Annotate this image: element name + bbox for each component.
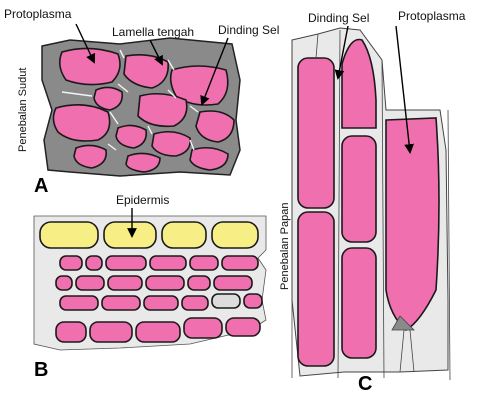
protoplasm-cell: [105, 255, 147, 271]
protoplasm-cell: [55, 321, 87, 343]
arrow-lamella-tengah: [149, 39, 163, 66]
protoplasm-cell: [52, 104, 111, 142]
label-lamella-tengah: Lamella tengah: [112, 25, 194, 39]
label-penebalan-papan: Penebalan Papan: [279, 203, 291, 290]
protoplasm-cell: [225, 317, 261, 337]
protoplasm-cell: [93, 86, 124, 111]
epidermis-cell: [161, 221, 207, 249]
lamella-network: [61, 49, 199, 151]
label-epidermis: Epidermis: [116, 193, 169, 207]
protoplasm-cell: [297, 211, 335, 367]
protoplasm-cell: [341, 247, 377, 359]
protoplasm-cell: [145, 275, 185, 291]
protoplasm-cell: [341, 38, 377, 129]
protoplasm-cell: [189, 146, 229, 171]
protoplasm-cell: [59, 255, 83, 271]
protoplasm-cell: [195, 110, 235, 143]
protoplasm-cell: [183, 317, 223, 339]
protoplasm-cell: [115, 124, 148, 149]
protoplasm-cell: [73, 144, 108, 169]
label-dinding-sel-c: Dinding Sel: [308, 11, 369, 25]
panel-label-b: B: [34, 359, 48, 381]
wall-thickening-wedge: [391, 315, 415, 331]
protoplasm-cell: [243, 293, 263, 309]
protoplasm-cell: [125, 152, 161, 173]
protoplasm-cell: [59, 295, 99, 311]
protoplasm-cell: [385, 117, 440, 331]
epidermis-cell: [39, 221, 99, 249]
protoplasm-cell: [137, 92, 188, 128]
protoplasm-cell: [55, 275, 73, 291]
protoplasm-cell: [89, 321, 133, 343]
panel-c-lamellar-collenchyma: [291, 27, 451, 381]
protoplasm-cell: [135, 321, 181, 343]
protoplasm-cell: [101, 295, 141, 311]
arrow-protoplasma-c: [395, 25, 415, 154]
protoplasm-cell: [189, 255, 219, 271]
protoplasm-cell: [107, 275, 143, 291]
label-dinding-sel-a: Dinding Sel: [218, 23, 279, 37]
protoplasm-cell: [181, 295, 209, 311]
panel-b-epidermis-tissue: [33, 215, 267, 351]
protoplasm-cell: [187, 275, 211, 291]
protoplasm-cell: [341, 135, 377, 243]
epidermis-cell: [211, 221, 259, 249]
protoplasm-cell: [75, 275, 105, 291]
label-protoplasma-a: Protoplasma: [4, 7, 72, 21]
protoplasm-cell: [143, 295, 179, 311]
wall-strands: [291, 29, 451, 381]
protoplasm-cell: [221, 255, 259, 271]
protoplasm-cell: [213, 275, 253, 291]
protoplasm-cell: [151, 130, 192, 157]
label-protoplasma-c: Protoplasma: [398, 9, 466, 23]
label-penebalan-sudut: Penebalan Sudut: [17, 68, 29, 152]
arrow-dinding-sel-c: [334, 25, 349, 80]
protoplasm-cell: [297, 57, 335, 209]
protoplasm-cell: [149, 255, 187, 271]
protoplasm-cell: [58, 47, 121, 86]
arrow-protoplasma-a: [75, 23, 96, 64]
protoplasm-cell: [85, 255, 103, 271]
panel-label-c: C: [358, 373, 372, 395]
panel-label-a: A: [34, 175, 48, 197]
panel-a-angular-collenchyma: [41, 37, 241, 177]
empty-cell: [211, 293, 241, 309]
arrow-dinding-sel-a: [200, 37, 229, 106]
epidermis-cell: [103, 221, 157, 249]
